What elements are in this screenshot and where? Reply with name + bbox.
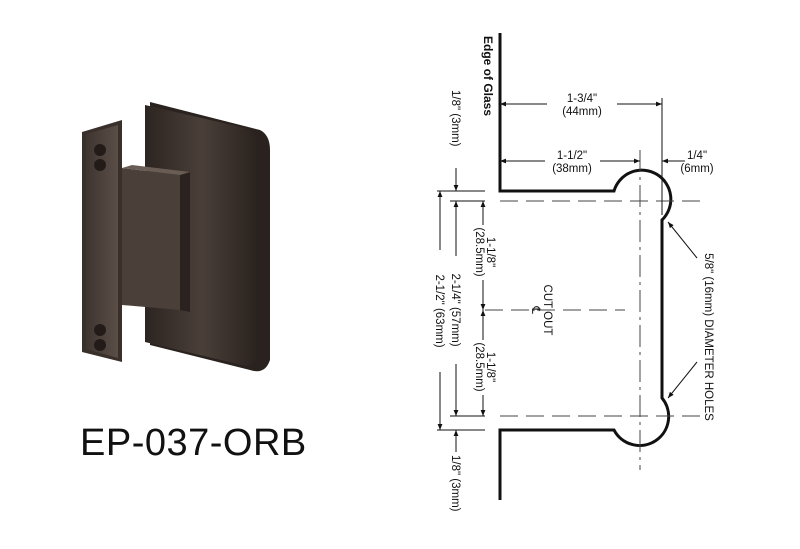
dim-half-top: 1-1/8" [484, 237, 496, 267]
dim-center-width: 1-1/2" [557, 150, 587, 162]
dim-edge: 1/4" [687, 150, 707, 162]
dim-overall-width-mm: (44mm) [562, 106, 602, 118]
dim-half-bottom-mm: (28.5mm) [473, 342, 485, 391]
product-model-label: EP-037-ORB [80, 422, 307, 464]
cutout-outline [498, 33, 673, 500]
dim-center-width-mm: (38mm) [552, 163, 592, 175]
edge-of-glass-label: Edge of Glass [481, 36, 495, 116]
dim-bottom-offset: 1/8" (3mm) [449, 455, 461, 512]
dim-edge-mm: (6mm) [680, 163, 713, 175]
hinge-product-photo [82, 102, 270, 372]
dim-cutout-height: 2-1/2" (63mm) [433, 274, 445, 347]
dim-half-bottom: 1-1/8" [484, 352, 496, 382]
dim-top-offset: 1/8" (3mm) [449, 90, 461, 147]
holes-diameter-label: 5/8" (16mm) DIAMETER HOLES [702, 253, 714, 421]
dim-half-top-mm: (28.5mm) [473, 227, 485, 276]
centerline-symbol: ℄ [529, 305, 541, 314]
dim-hole-spacing: 2-1/4" (57mm) [449, 273, 461, 346]
dim-overall-width: 1-3/4" [567, 93, 597, 105]
cutout-label: CUT OUT [541, 285, 553, 336]
